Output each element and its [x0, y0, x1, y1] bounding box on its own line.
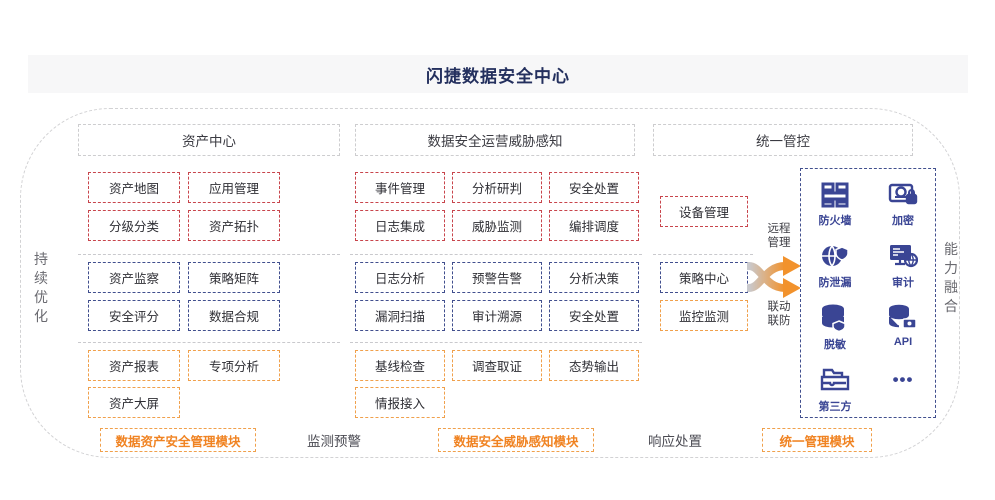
side-label-capability-fusion: 能 力 融 合: [940, 240, 962, 316]
cell-security-score[interactable]: 安全评分: [88, 300, 180, 331]
encryption-lock-icon: [888, 177, 918, 211]
capability-label-4: 脱敏: [824, 339, 846, 351]
arrow-caption-linkage-defense: 联动 联防: [755, 300, 803, 328]
cell-log-analysis[interactable]: 日志分析: [355, 262, 445, 293]
cell-security-disposal-2[interactable]: 安全处置: [549, 300, 639, 331]
page-title: 闪捷数据安全中心: [426, 66, 570, 86]
cell-situation-output[interactable]: 态势输出: [549, 350, 639, 381]
desensitization-db-icon: [820, 301, 850, 335]
capability-panel: 防火墙 加密: [800, 168, 936, 418]
capability-third-party[interactable]: 第三方: [801, 363, 869, 421]
module-tag-unified[interactable]: 统一管理模块: [762, 428, 872, 452]
side-right-char-1: 力: [944, 260, 958, 276]
divider-asset-1: [78, 254, 340, 255]
side-label-continuous-optimization: 持 续 优 化: [30, 250, 52, 326]
cell-event-management[interactable]: 事件管理: [355, 172, 445, 203]
arrow-bot-line-1: 联防: [767, 315, 791, 327]
side-right-char-2: 融: [944, 279, 958, 295]
arrow-caption-remote-management: 远程 管理: [755, 222, 803, 250]
cell-early-warning[interactable]: 预警告警: [452, 262, 542, 293]
capability-firewall[interactable]: 防火墙: [801, 177, 869, 235]
linkage-arrows-block: 远程 管理 联动 联防: [745, 222, 803, 332]
module-tag-threat[interactable]: 数据安全威胁感知模块: [438, 428, 594, 452]
cell-log-integration[interactable]: 日志集成: [355, 210, 445, 241]
arrow-top-line-1: 管理: [767, 237, 791, 249]
cell-asset-topology[interactable]: 资产拓扑: [188, 210, 280, 241]
cell-data-compliance[interactable]: 数据合规: [188, 300, 280, 331]
cell-audit-tracing[interactable]: 审计溯源: [452, 300, 542, 331]
divider-threat-1: [350, 254, 642, 255]
capability-leak-prevention[interactable]: 防泄漏: [801, 239, 869, 297]
cell-app-management[interactable]: 应用管理: [188, 172, 280, 203]
side-right-char-0: 能: [944, 241, 958, 257]
cell-vulnerability-scan[interactable]: 漏洞扫描: [355, 300, 445, 331]
cell-asset-map[interactable]: 资产地图: [88, 172, 180, 203]
cell-special-analysis[interactable]: 专项分析: [188, 350, 280, 381]
third-party-tray-icon: [820, 363, 850, 397]
audit-monitor-icon: [888, 239, 918, 273]
capability-grid: 防火墙 加密: [801, 177, 937, 421]
cell-policy-matrix[interactable]: 策略矩阵: [188, 262, 280, 293]
cell-asset-report[interactable]: 资产报表: [88, 350, 180, 381]
column-header-unified-control: 统一管控: [653, 124, 913, 156]
capability-label-3: 审计: [892, 277, 914, 289]
firewall-icon: [820, 177, 850, 211]
capability-label-7: •••: [892, 370, 914, 389]
api-db-icon: [888, 301, 918, 335]
cell-orchestration[interactable]: 编排调度: [549, 210, 639, 241]
cell-asset-inspection[interactable]: 资产监察: [88, 262, 180, 293]
phase-label-response: 响应处置: [648, 434, 702, 449]
column-header-asset-center: 资产中心: [78, 124, 340, 156]
cell-analysis-decision[interactable]: 分析决策: [549, 262, 639, 293]
arrow-top-line-0: 远程: [767, 223, 791, 235]
divider-asset-2: [78, 342, 340, 343]
side-left-char-3: 化: [34, 308, 48, 324]
capability-label-2: 防泄漏: [818, 277, 852, 289]
capability-audit[interactable]: 审计: [869, 239, 937, 297]
leak-prevention-icon: [820, 239, 850, 273]
more-dots-icon: •••: [893, 363, 914, 397]
cell-analysis-judgement[interactable]: 分析研判: [452, 172, 542, 203]
side-left-char-0: 持: [34, 251, 48, 267]
header-band: [28, 55, 968, 93]
capability-api[interactable]: API: [869, 301, 937, 359]
cell-baseline-check[interactable]: 基线检查: [355, 350, 445, 381]
arrow-bot-line-0: 联动: [767, 301, 791, 313]
shuffle-arrows-icon: [745, 252, 809, 307]
cell-forensics[interactable]: 调查取证: [452, 350, 542, 381]
cell-monitoring[interactable]: 监控监测: [660, 300, 748, 331]
cell-device-management[interactable]: 设备管理: [660, 196, 748, 227]
divider-threat-2: [350, 342, 642, 343]
capability-more[interactable]: •••: [869, 363, 937, 421]
side-left-char-2: 优: [34, 289, 48, 305]
capability-label-1: 加密: [892, 215, 914, 227]
phase-label-monitoring: 监测预警: [307, 434, 361, 449]
module-tag-asset[interactable]: 数据资产安全管理模块: [100, 428, 256, 452]
cell-security-disposal-1[interactable]: 安全处置: [549, 172, 639, 203]
capability-label-5: API: [893, 336, 913, 348]
capability-encryption[interactable]: 加密: [869, 177, 937, 235]
cell-classification[interactable]: 分级分类: [88, 210, 180, 241]
cell-threat-monitoring[interactable]: 威胁监测: [452, 210, 542, 241]
column-header-threat-awareness: 数据安全运营威胁感知: [355, 124, 635, 156]
capability-label-0: 防火墙: [818, 215, 852, 227]
side-left-char-1: 续: [34, 270, 48, 286]
capability-label-6: 第三方: [818, 401, 852, 413]
divider-control-1: [653, 254, 753, 255]
architecture-outer-frame: [20, 108, 960, 458]
capability-desensitization[interactable]: 脱敏: [801, 301, 869, 359]
cell-intel-ingestion[interactable]: 情报接入: [355, 387, 445, 418]
cell-policy-center[interactable]: 策略中心: [660, 262, 748, 293]
cell-asset-dashboard[interactable]: 资产大屏: [88, 387, 180, 418]
side-right-char-3: 合: [944, 298, 958, 314]
